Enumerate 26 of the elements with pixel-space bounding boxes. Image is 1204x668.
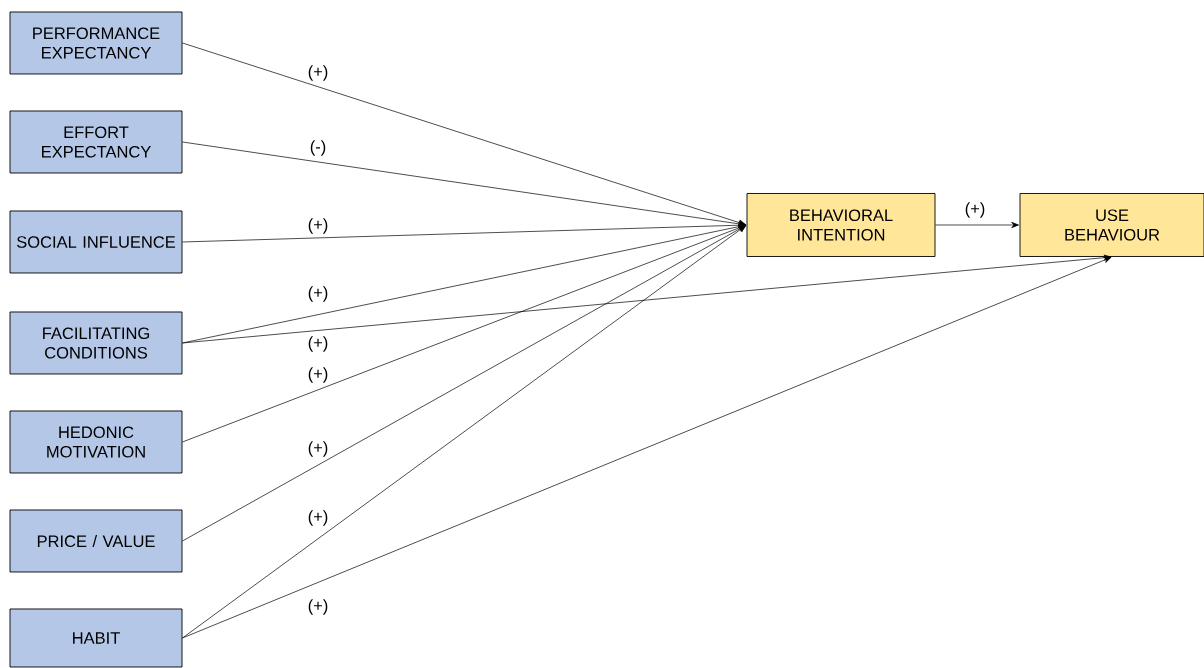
edge-label: (+) — [306, 509, 330, 527]
edge-label: (+) — [306, 64, 330, 82]
outcome-box: USE BEHAVIOUR — [1019, 193, 1204, 257]
edge-label: (+) — [306, 440, 330, 458]
arrow — [182, 42, 746, 226]
arrow — [182, 256, 1112, 639]
arrow — [182, 222, 746, 243]
construct-box: PERFORMANCE EXPECTANCY — [9, 11, 183, 75]
construct-box: SOCIAL INFLUENCE — [9, 210, 183, 274]
edge-label: (+) — [306, 217, 330, 235]
construct-box: FACILITATING CONDITIONS — [9, 311, 183, 375]
construct-box: EFFORT EXPECTANCY — [9, 110, 183, 174]
edge-label: (+) — [963, 201, 987, 219]
edge-label: (+) — [306, 366, 330, 384]
edge-label: (+) — [306, 335, 330, 353]
arrow — [182, 225, 747, 639]
edge-label: (-) — [308, 139, 328, 157]
arrow — [182, 254, 1112, 344]
construct-box: HABIT — [9, 608, 183, 668]
arrow — [935, 221, 1019, 229]
construct-box: PRICE / VALUE — [9, 509, 183, 573]
outcome-box: BEHAVIORAL INTENTION — [746, 193, 936, 257]
edge-label: (+) — [306, 598, 330, 616]
construct-box: HEDONIC MOTIVATION — [9, 410, 183, 474]
arrow — [182, 141, 746, 227]
edge-label: (+) — [306, 285, 330, 303]
